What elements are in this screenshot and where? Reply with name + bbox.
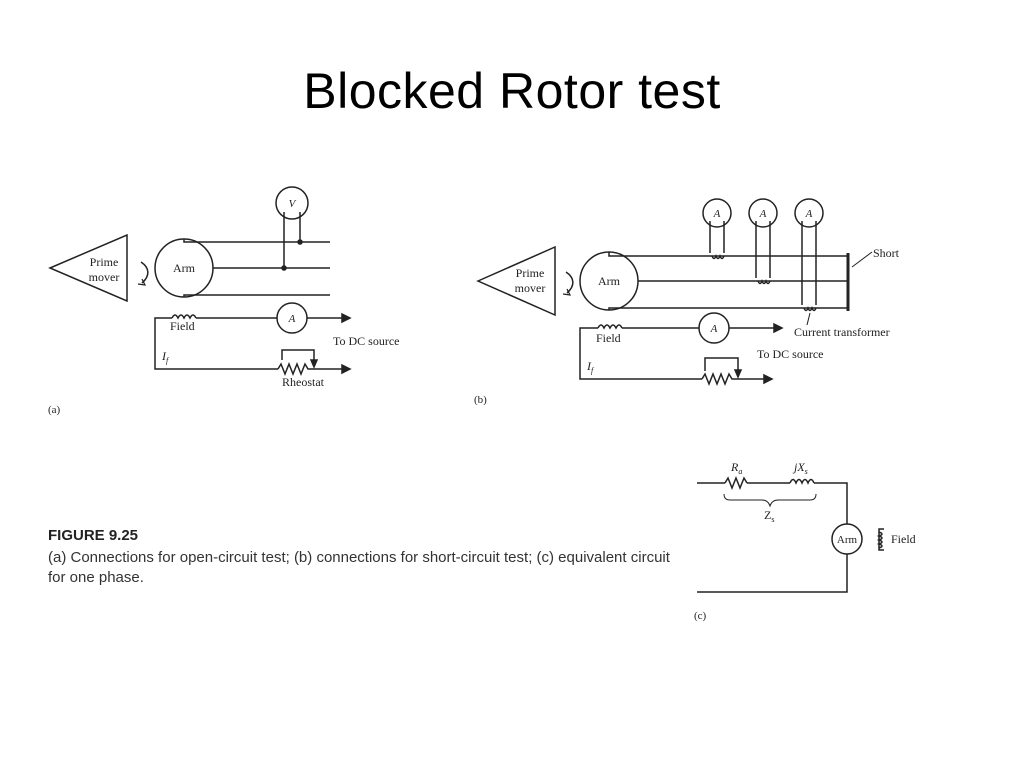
phase-ammeter-b-3-label: A — [805, 208, 813, 220]
phase-line-a-3 — [183, 294, 330, 297]
dc-source-a-label: To DC source — [333, 334, 399, 348]
field-current-b-label: If — [586, 359, 595, 375]
field-b-label: Field — [596, 331, 621, 345]
resistor-ra — [724, 475, 748, 491]
figure-caption: (a) Connections for open-circuit test; (… — [48, 549, 670, 586]
prime-mover-b-label-2: mover — [515, 281, 546, 295]
current-transformer-label: Current transformer — [794, 325, 890, 339]
prime-mover-b — [476, 245, 556, 317]
voltmeter-a-label: V — [289, 198, 297, 210]
phase-ammeter-b-3 — [794, 198, 824, 228]
short-label: Short — [873, 246, 900, 260]
armature-a-label: Arm — [173, 261, 196, 275]
phase-line-a-1 — [183, 239, 330, 243]
ammeter-a-label: A — [288, 313, 296, 325]
phase-ammeter-b-2 — [748, 198, 778, 228]
armature-b-label: Arm — [598, 274, 621, 288]
rheostat-a-label: Rheostat — [282, 375, 325, 389]
prime-mover-b-label-1: Prime — [516, 266, 545, 280]
phase-ammeter-b-2-label: A — [759, 208, 767, 220]
impedance-brace — [723, 493, 817, 508]
inductor-jxs — [789, 478, 815, 485]
diagram-c: Arm Ra jXs Zs Field (c) — [694, 460, 916, 622]
prime-mover-a — [48, 233, 128, 303]
prime-mover-a-label-2: mover — [89, 270, 120, 284]
field-ammeter-b-label: A — [710, 323, 718, 335]
phase-line-b-1 — [608, 252, 848, 257]
field-current-a-label: If — [161, 349, 170, 365]
ct-b-3 — [803, 305, 817, 312]
diagram-a: Prime mover Arm V Field A To DC source I… — [48, 186, 399, 416]
panel-a-label: (a) — [48, 404, 61, 416]
rheostat-b — [701, 371, 764, 387]
field-coil-a — [171, 314, 197, 320]
ct-b-2 — [757, 278, 771, 285]
slide-title: Blocked Rotor test — [303, 63, 721, 119]
voltmeter-a — [275, 186, 309, 220]
panel-b-label: (b) — [474, 394, 487, 406]
armature-c-label: Arm — [837, 534, 858, 546]
resistance-label: Ra — [730, 460, 742, 476]
dc-source-b-label: To DC source — [757, 347, 823, 361]
ct-b-1 — [711, 253, 725, 260]
field-circuit-a — [154, 317, 278, 370]
prime-mover-a-label-1: Prime — [90, 255, 119, 269]
figure-number: FIGURE 9.25 — [48, 527, 139, 544]
phase-ammeter-b-1-label: A — [713, 208, 721, 220]
field-a-label: Field — [170, 319, 195, 333]
phase-ammeter-b-1 — [702, 198, 732, 228]
field-coil-c — [876, 528, 884, 551]
rheostat-a — [277, 361, 342, 377]
diagram-b: Prime mover Arm Short A A A Current tran — [474, 198, 900, 406]
phase-line-b-3 — [608, 307, 848, 310]
field-c-label: Field — [891, 532, 916, 546]
impedance-label: Zs — [764, 508, 774, 524]
reactance-label: jXs — [792, 460, 808, 476]
field-coil-b — [597, 324, 623, 330]
panel-c-label: (c) — [694, 610, 707, 622]
field-circuit-b — [579, 327, 702, 380]
